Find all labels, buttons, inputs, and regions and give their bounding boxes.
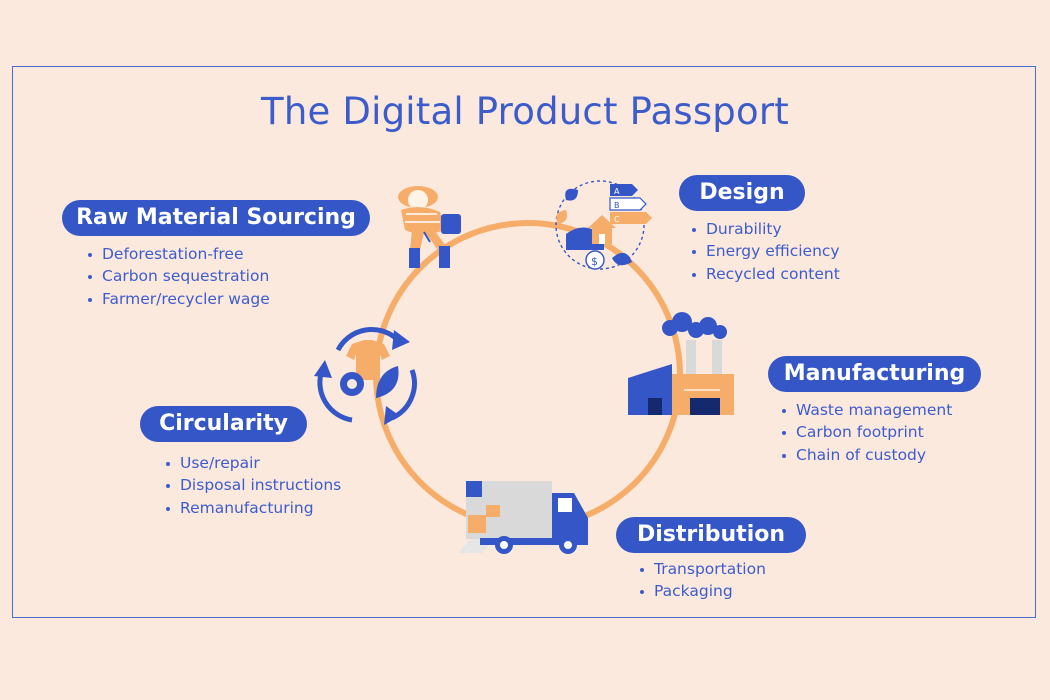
energy-label-a: A <box>614 187 620 196</box>
list-item: Deforestation-free <box>84 243 270 265</box>
design-list: Durability Energy efficiency Recycled co… <box>688 218 840 285</box>
frame-border <box>12 66 1036 618</box>
list-item: Durability <box>688 218 840 240</box>
page-title: The Digital Product Passport <box>261 90 789 133</box>
manufacturing-list: Waste management Carbon footprint Chain … <box>778 399 952 466</box>
list-item: Carbon footprint <box>778 421 952 443</box>
list-item: Chain of custody <box>778 444 952 466</box>
recycle-shirt-icon <box>314 326 417 425</box>
list-item: Recycled content <box>688 263 840 285</box>
stage-manufacturing-label: Manufacturing <box>768 356 981 392</box>
list-item: Farmer/recycler wage <box>84 288 270 310</box>
dollar-sign: $ <box>591 255 598 268</box>
eco-design-icon: A B C $ <box>555 180 652 270</box>
list-item: Carbon sequestration <box>84 265 270 287</box>
factory-icon <box>628 312 734 415</box>
stage-distribution-label: Distribution <box>616 517 806 553</box>
energy-label-b: B <box>614 201 620 210</box>
truck-icon <box>458 481 588 554</box>
list-item: Waste management <box>778 399 952 421</box>
stage-circularity-label: Circularity <box>140 406 307 442</box>
energy-label-c: C <box>614 215 620 224</box>
list-item: Energy efficiency <box>688 240 840 262</box>
list-item: Packaging <box>636 580 766 602</box>
stage-raw-material-label: Raw Material Sourcing <box>62 200 370 236</box>
raw-material-list: Deforestation-free Carbon sequestration … <box>84 243 270 310</box>
list-item: Transportation <box>636 558 766 580</box>
farmer-icon <box>398 186 461 268</box>
circularity-list: Use/repair Disposal instructions Remanuf… <box>162 452 341 519</box>
list-item: Disposal instructions <box>162 474 341 496</box>
list-item: Use/repair <box>162 452 341 474</box>
stage-design-label: Design <box>679 175 805 211</box>
distribution-list: Transportation Packaging <box>636 558 766 603</box>
list-item: Remanufacturing <box>162 497 341 519</box>
